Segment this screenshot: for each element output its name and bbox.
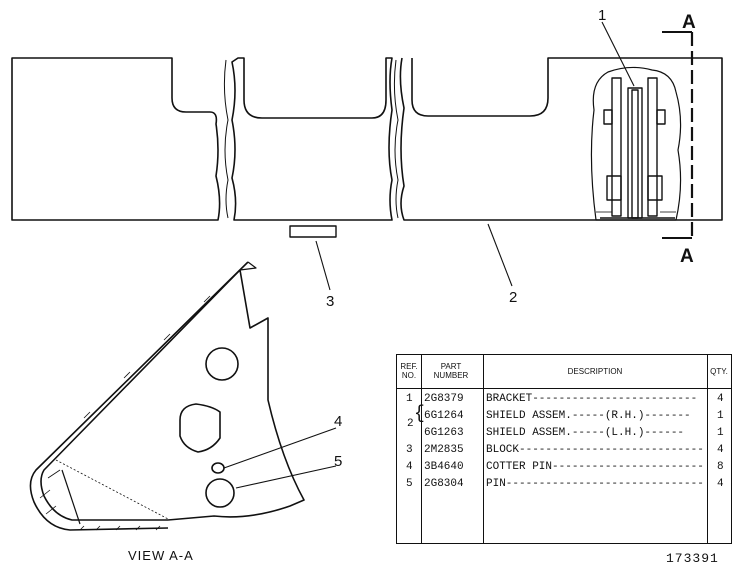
figure-number: 173391 [666, 551, 719, 566]
bracket-assembly [596, 77, 676, 219]
header-description: DESCRIPTION [567, 366, 623, 376]
callout-5: 5 [334, 453, 342, 470]
cutaway-region [590, 66, 682, 221]
callout-1: 1 [598, 7, 606, 24]
table-row: 6G1263 SHIELD ASSEM.-----(L.H.)------ 1 [424, 427, 724, 439]
blade-middle-segment [231, 57, 393, 221]
table-row: 1 2G8379 BRACKET------------------------… [406, 393, 724, 405]
table-header: REF. NO. PART NUMBER DESCRIPTION QTY. [397, 355, 731, 389]
view-aa-section [29, 261, 305, 531]
group-ref: 2 { [407, 404, 425, 430]
view-caption: VIEW A-A [128, 548, 194, 563]
parts-table: REF. NO. PART NUMBER DESCRIPTION QTY. 1 … [396, 354, 732, 544]
callout-4: 4 [334, 413, 342, 430]
block-part [289, 225, 337, 238]
blade-right-segment [399, 57, 723, 221]
section-label-bottom: A [680, 246, 694, 267]
table-row: 6G1264 SHIELD ASSEM.-----(R.H.)------- 1 [424, 410, 724, 422]
cotter-pin-part [211, 462, 225, 474]
header-ref: REF. NO. [400, 362, 418, 380]
blade-left-segment [11, 57, 221, 221]
callout-2: 2 [509, 289, 517, 306]
table-row: 3 2M2835 BLOCK--------------------------… [406, 444, 724, 456]
header-part: PART NUMBER [433, 362, 469, 380]
callout-3: 3 [326, 293, 334, 310]
pin-part [205, 478, 235, 508]
table-row: 4 3B4640 COTTER PIN---------------------… [406, 461, 724, 473]
header-qty: QTY. [710, 366, 728, 376]
section-label-top: A [682, 12, 696, 33]
table-row: 5 2G8304 PIN----------------------------… [406, 478, 724, 490]
